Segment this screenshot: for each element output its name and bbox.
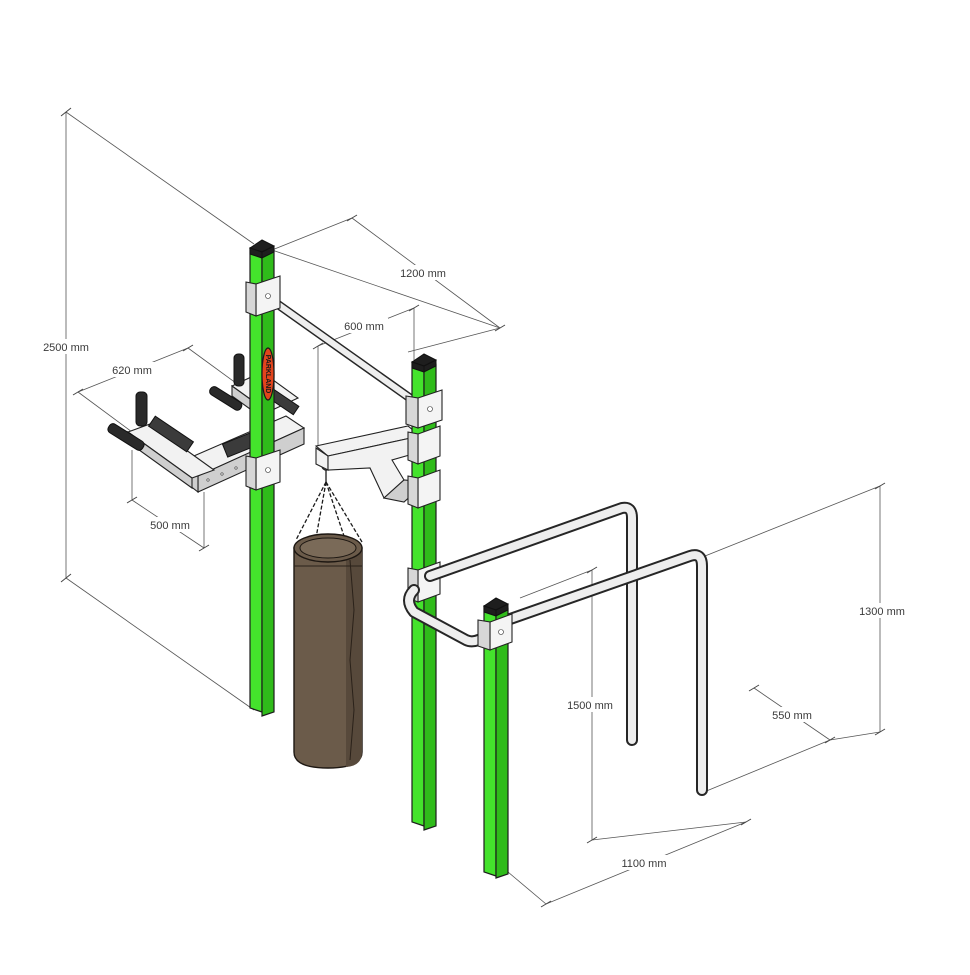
label-1100: 1100 mm	[621, 858, 666, 870]
punching-bag	[293, 461, 363, 769]
dimension-550	[703, 684, 836, 793]
label-2500: 2500 mm	[43, 342, 89, 354]
right-post	[477, 597, 513, 879]
label-1200: 1200 mm	[400, 268, 446, 280]
brand-logo: PARKLAND	[261, 347, 275, 401]
label-550: 550 mm	[772, 710, 812, 722]
label-1300: 1300 mm	[859, 606, 905, 618]
dimension-2500	[60, 107, 255, 711]
label-620: 620 mm	[112, 365, 152, 377]
parallel-bars	[403, 501, 708, 796]
brand-logo-text: PARKLAND	[264, 355, 271, 394]
middle-post	[405, 353, 443, 831]
dimension-1200	[271, 214, 506, 353]
pullup-bar	[261, 291, 429, 413]
left-post	[245, 239, 281, 717]
dimension-620	[72, 344, 241, 433]
dimension-labels: 2500 mm 1200 mm 600 mm 620 mm 500 mm 130…	[40, 265, 908, 870]
bag-arm	[314, 425, 428, 503]
label-500: 500 mm	[150, 520, 190, 532]
label-1500: 1500 mm	[567, 700, 613, 712]
label-600: 600 mm	[344, 321, 384, 333]
